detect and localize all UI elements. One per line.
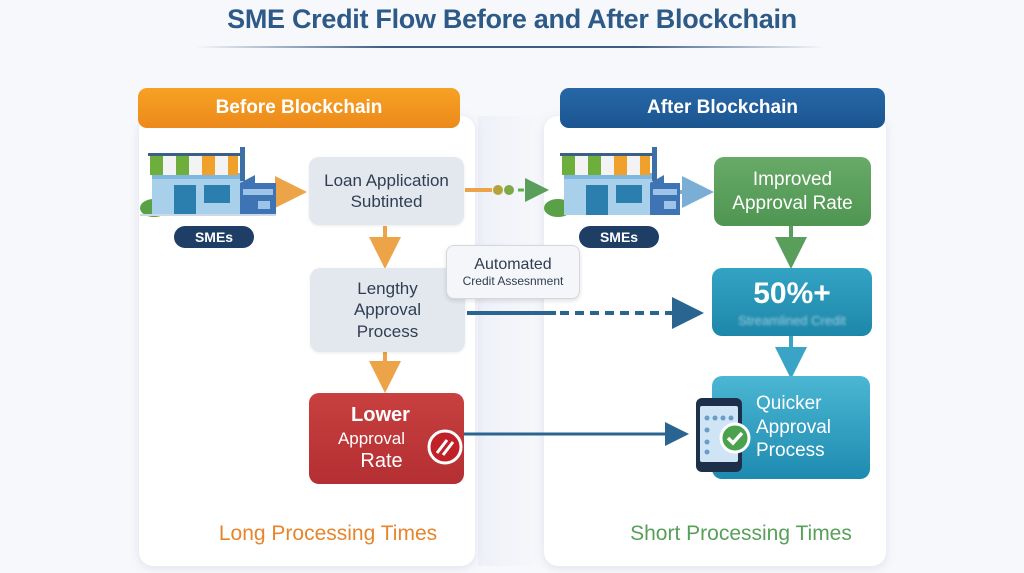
after-footer: Short Processing Times xyxy=(630,522,852,545)
arrow-before-to-after-sme xyxy=(465,178,549,202)
lengthy-line3: Process xyxy=(356,321,419,341)
loan-application-box: Loan Application Subtinted xyxy=(309,157,464,225)
loan-application-line2: Subtinted xyxy=(350,192,423,211)
title-divider xyxy=(195,46,825,48)
loan-application-line1: Loan Application xyxy=(324,170,449,190)
improved-line2: Approval Rate xyxy=(732,192,853,214)
before-footer: Long Processing Times xyxy=(218,522,438,545)
quicker-line3: Process xyxy=(756,440,825,462)
smes-badge-before: SMEs xyxy=(174,226,254,248)
callout-line2: Credit Assesnment xyxy=(462,274,564,288)
lower-approval-box: Lower Approval Rate xyxy=(309,393,464,484)
quicker-line1: Quicker xyxy=(756,392,822,414)
stat-box: 50%+ Streamlined Credit xyxy=(712,268,872,336)
lower-line2: Approval xyxy=(337,428,406,448)
stat-caption-blurred: Streamlined Credit xyxy=(738,312,846,328)
no-entry-icon xyxy=(427,429,463,465)
lower-line1: Lower xyxy=(351,403,410,426)
lower-line3: Rate xyxy=(360,450,403,473)
smartphone-check-icon xyxy=(696,398,751,472)
quicker-line2: Approval xyxy=(756,416,831,438)
improved-approval-box: Improved Approval Rate xyxy=(714,157,871,226)
storefront-factory-icon xyxy=(140,147,276,217)
automated-credit-callout: Automated Credit Assesnment xyxy=(446,245,580,299)
callout-line1: Automated xyxy=(474,256,552,273)
improved-line1: Improved xyxy=(752,168,833,190)
lengthy-line2: Approval xyxy=(353,300,422,320)
stat-value: 50%+ xyxy=(753,277,831,311)
after-header: After Blockchain xyxy=(560,88,885,128)
page-title: SME Credit Flow Before and After Blockch… xyxy=(227,4,797,34)
lengthy-line1: Lengthy xyxy=(357,279,418,299)
storefront-factory-icon xyxy=(544,147,680,217)
smes-badge-after: SMEs xyxy=(579,226,659,248)
lengthy-approval-box: Lengthy Approval Process xyxy=(310,268,465,352)
before-header: Before Blockchain xyxy=(138,88,460,128)
